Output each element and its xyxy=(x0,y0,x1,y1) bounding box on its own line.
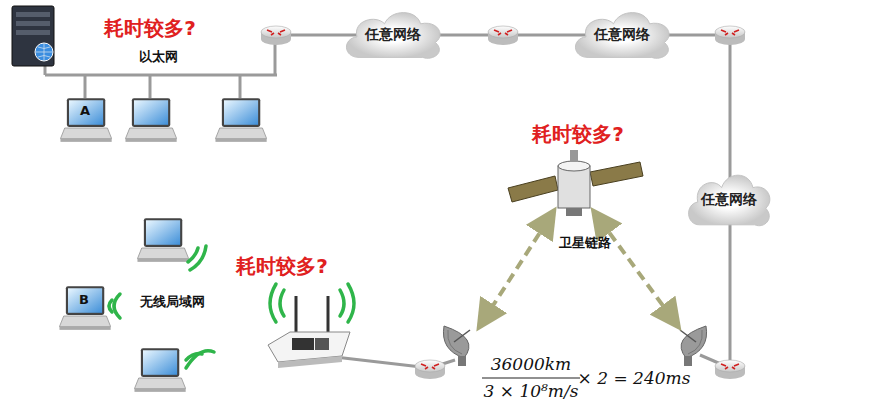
network-cloud: 任意网络 xyxy=(569,7,675,63)
cloud-label: 任意网络 xyxy=(701,191,757,209)
formula-denominator: 3 × 10⁸m/s xyxy=(484,382,579,402)
latency-note: 耗时较多? xyxy=(236,255,328,278)
host-letter: B xyxy=(79,293,89,308)
formula-numerator: 36000km xyxy=(491,355,572,375)
network-cloud: 任意网络 xyxy=(340,7,446,63)
network-name: 以太网 xyxy=(139,50,178,65)
link-name: 卫星链路 xyxy=(559,236,611,251)
host-letter: A xyxy=(80,104,90,119)
formula-result: × 2 = 240ms xyxy=(578,369,691,389)
cloud-label: 任意网络 xyxy=(365,26,421,44)
latency-note: 耗时较多? xyxy=(532,123,624,146)
cloud-label: 任意网络 xyxy=(594,26,650,44)
latency-note: 耗时较多? xyxy=(104,17,196,40)
network-cloud: 任意网络 xyxy=(683,169,775,231)
network-name: 无线局域网 xyxy=(140,295,205,310)
